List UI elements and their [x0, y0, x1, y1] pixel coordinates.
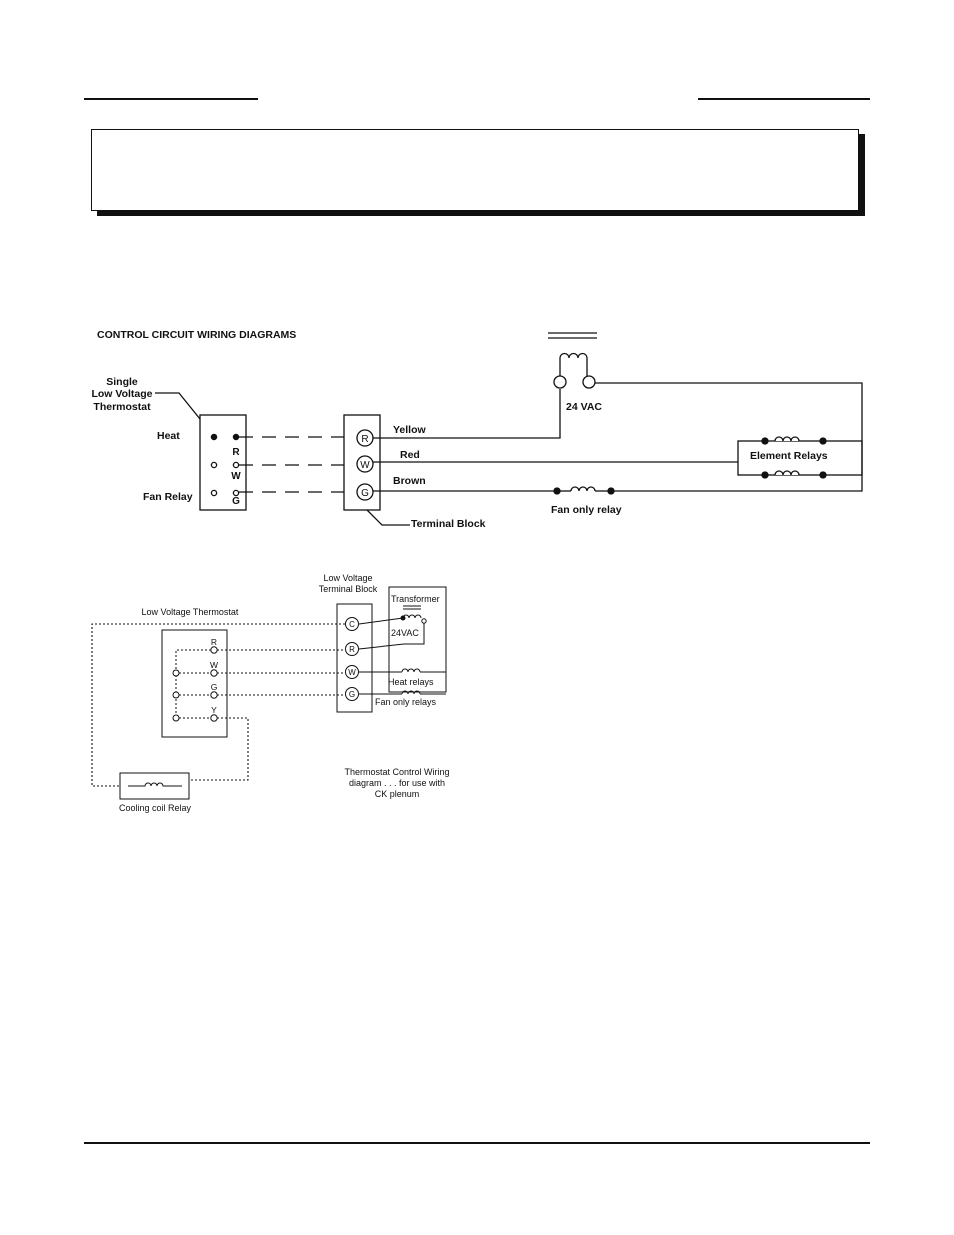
header-rule-right [698, 98, 870, 100]
ck-tstat-terminal-w: W [210, 660, 218, 670]
title-box [91, 129, 859, 211]
ck-switch-g [172, 691, 180, 699]
ck-thermostat-box [161, 629, 228, 738]
ck-transformer-coil [402, 614, 422, 619]
ck-caption-line3: CK plenum [375, 789, 420, 799]
terminal-block-label-line1: Low Voltage [323, 573, 372, 583]
ck-block-terminal-w: W [348, 668, 356, 677]
ck-r-to-transformer [358, 623, 425, 650]
ck-switch-w [172, 669, 180, 677]
ck-transformer-frame [388, 586, 447, 693]
ck-block-r-circle [345, 642, 359, 656]
heat-label: Heat [157, 430, 180, 442]
relay2-coil [774, 470, 800, 476]
block-terminal-w-circle [356, 455, 374, 473]
ck-voltage-label: 24VAC [391, 628, 419, 638]
ck-transformer-terminal-left [400, 615, 406, 621]
ck-block-terminal-g: G [349, 690, 355, 699]
terminal-block-label-line2: Terminal Block [319, 584, 378, 594]
ck-tstat-terminal-y: Y [211, 705, 217, 715]
ck-terminal-w-dot [210, 669, 218, 677]
thermostat-label-line1: Single [106, 376, 138, 388]
ck-cooling-relay-coil [128, 782, 182, 787]
ck-tstat-terminal-g: G [211, 682, 218, 692]
block-terminal-w: W [360, 460, 370, 471]
low-voltage-thermostat-label: Low Voltage Thermostat [142, 607, 239, 617]
ck-fan-relay-coil [401, 690, 421, 695]
diagram1-heading: CONTROL CIRCUIT WIRING DIAGRAMS [97, 329, 296, 341]
ck-c-to-transformer [358, 617, 404, 625]
heat-contact-dot [210, 433, 218, 441]
terminal-block-label: Terminal Block [411, 518, 486, 530]
ck-cooling-relay-box [119, 772, 190, 800]
ck-block-w-circle [345, 665, 359, 679]
tstat-terminal-g: G [232, 496, 240, 507]
ck-field-wiring [91, 623, 345, 787]
wire-color-brown: Brown [393, 475, 426, 487]
transformer-terminal-right [582, 375, 596, 389]
ck-tstat-terminal-r: R [211, 637, 217, 647]
tstat-terminal-w: W [231, 471, 241, 482]
transformer-terminal-left [553, 375, 567, 389]
thermostat-box [199, 414, 247, 511]
fan-only-relay-label: Fan only relay [551, 504, 622, 516]
ck-fan-only-relays-label: Fan only relays [375, 697, 437, 707]
ck-block-terminal-r: R [349, 645, 355, 654]
terminal-r-dot [232, 433, 240, 441]
wire-color-red: Red [400, 449, 420, 461]
element-relays-label: Element Relays [750, 450, 828, 462]
ck-internal-switches [175, 649, 211, 720]
thermostat-leader-line [155, 392, 201, 420]
ck-caption-line1: Thermostat Control Wiring [344, 767, 449, 777]
ck-block-c-circle [345, 617, 359, 631]
wire-color-yellow: Yellow [393, 424, 427, 436]
ck-block-g-circle [345, 687, 359, 701]
fan-relay-label: Fan Relay [143, 491, 193, 503]
block-terminal-g-circle [356, 483, 374, 501]
transformer-coil [559, 352, 588, 376]
terminal-block-leader [366, 509, 410, 526]
ck-caption-line2: diagram . . . for use with [349, 778, 445, 788]
ck-terminal-r-dot [210, 646, 218, 654]
element-relays-label-bg [746, 448, 832, 464]
terminal-w-dot [232, 461, 240, 469]
relay1-contact-left [761, 437, 769, 445]
relay1-contact-right [819, 437, 827, 445]
ck-transformer-terminal-right [421, 618, 427, 624]
return-bus [595, 382, 863, 492]
yellow-wire [373, 389, 561, 439]
relay1-coil [774, 436, 800, 442]
relay2-contact-right [819, 471, 827, 479]
ck-terminal-g-dot [210, 691, 218, 699]
diagram-control-circuit: CONTROL CIRCUIT WIRING DIAGRAMS Single L… [91, 329, 863, 530]
transformer-voltage-label: 24 VAC [566, 401, 602, 413]
fan-relay-coil [570, 486, 596, 492]
terminal-g-dot [232, 489, 240, 497]
block-terminal-r: R [361, 434, 368, 445]
ck-switch-y [172, 714, 180, 722]
element-relays-frame [737, 440, 863, 476]
ck-terminal-block-box [336, 603, 373, 713]
ck-block-terminal-c: C [349, 620, 355, 629]
contact-open-1 [210, 461, 218, 469]
contact-open-2 [210, 489, 218, 497]
ck-heat-relay-coil [401, 668, 421, 673]
relay2-contact-left [761, 471, 769, 479]
ck-heat-relays-label: Heat relays [388, 677, 434, 687]
diagram-ck-plenum: Low Voltage Thermostat Low Voltage Termi… [91, 573, 450, 813]
block-terminal-g: G [361, 488, 369, 499]
thermostat-label-line2: Low Voltage [91, 388, 152, 400]
ck-terminal-y-dot [210, 714, 218, 722]
ck-cooling-relay-label: Cooling coil Relay [119, 803, 192, 813]
header-rule-left [84, 98, 258, 100]
tstat-terminal-r: R [232, 447, 240, 458]
ck-transformer-label: Transformer [391, 594, 440, 604]
thermostat-label-line3: Thermostat [93, 401, 151, 413]
footer-rule [84, 1142, 870, 1144]
